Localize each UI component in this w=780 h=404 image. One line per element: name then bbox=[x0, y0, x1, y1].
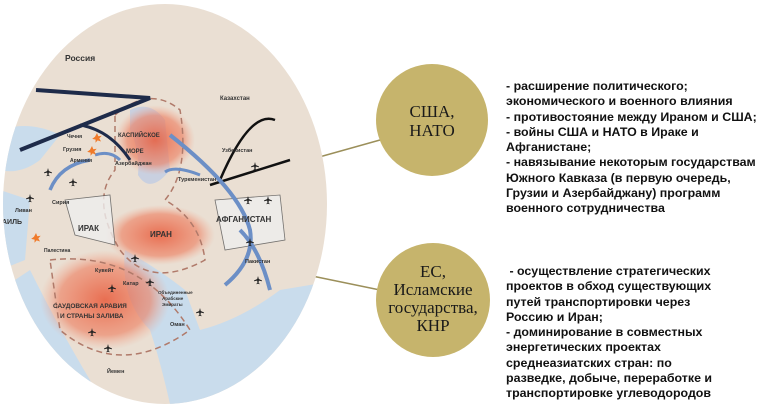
map-label-yemen: Йемен bbox=[107, 367, 124, 375]
map: Россия Казахстан КАСПИЙСКОЕ МОРЕ Чечня Г… bbox=[2, 4, 327, 404]
map-label-saudi-2: И СТРАНЫ ЗАЛИВА bbox=[60, 313, 124, 320]
map-label-syria: Сирия bbox=[52, 200, 69, 206]
map-label-uae-1: Объединенные bbox=[158, 289, 193, 295]
map-label-armenia: Армения bbox=[70, 158, 92, 164]
map-label-lebanon: Ливан bbox=[15, 208, 32, 214]
actor-circle-eu-islamic-china bbox=[376, 243, 490, 357]
map-label-afghanistan: АФГАНИСТАН bbox=[216, 215, 271, 224]
usa-nato-interests: - расширение политического; экономическо… bbox=[506, 79, 757, 216]
actor-label-usa-nato: США, НАТО bbox=[409, 102, 455, 140]
map-label-israel: АИЛЬ bbox=[2, 219, 22, 226]
map-label-pakistan: Пакистан bbox=[245, 259, 270, 265]
map-label-uzbekistan: Узбекистан bbox=[222, 147, 252, 154]
map-label-russia: Россия bbox=[65, 53, 95, 63]
map-label-kuwait: Кувейт bbox=[95, 267, 114, 274]
map-label-caspian: КАСПИЙСКОЕ bbox=[118, 131, 160, 139]
map-label-georgia: Грузия bbox=[63, 147, 82, 153]
eu-islamic-china-interests: - осуществление стратегических проектов … bbox=[506, 264, 713, 401]
actor-label-eu-islamic-china: ЕС, Исламские государства, КНР bbox=[388, 262, 478, 335]
map-label-saudi-1: САУДОВСКАЯ АРАВИЯ bbox=[53, 303, 127, 310]
map-label-uae-2: Арабские bbox=[162, 295, 184, 301]
map-label-iraq: ИРАК bbox=[78, 224, 99, 233]
map-label-uae-3: Эмираты bbox=[162, 302, 183, 307]
map-label-qatar: Катар bbox=[123, 281, 139, 287]
map-label-oman: Оман bbox=[170, 322, 185, 328]
map-label-palestine: Палестина bbox=[44, 248, 71, 254]
map-label-sea: МОРЕ bbox=[126, 149, 144, 155]
map-label-azerbaijan: Азербайджан bbox=[115, 160, 152, 167]
map-label-chechnya: Чечня bbox=[67, 134, 82, 140]
map-label-iran: ИРАН bbox=[150, 230, 172, 239]
actor-circle-usa-nato bbox=[376, 64, 488, 176]
map-label-kazakhstan: Казахстан bbox=[220, 96, 250, 102]
map-label-turkmenistan: Туркменистан bbox=[178, 177, 216, 183]
